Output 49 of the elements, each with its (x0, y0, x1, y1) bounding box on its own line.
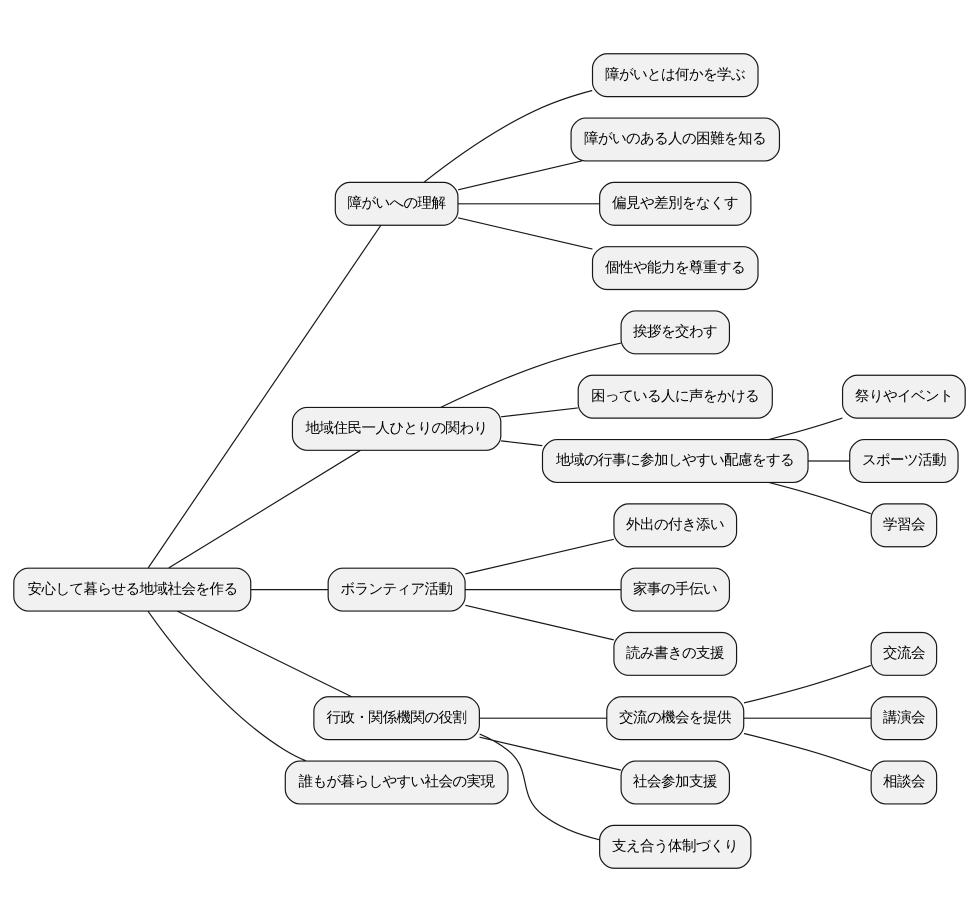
node-box: 行政・関係機関の役割 (312, 696, 480, 740)
connector (743, 732, 871, 771)
connector (768, 481, 871, 514)
connector (457, 160, 582, 190)
connector (458, 202, 600, 204)
node-box: 障がいへの理解 (334, 181, 458, 226)
connector (744, 717, 870, 718)
node-box: 家事の手伝い (620, 567, 730, 612)
node-box: 講演会 (870, 696, 937, 740)
node-box: 学習会 (870, 502, 937, 547)
connector (423, 89, 592, 182)
node-box: 誰もが暮らしやすい社会の実現 (284, 760, 508, 804)
connector (464, 588, 620, 590)
node-box: 困っている人に声をかける (577, 374, 772, 418)
connector (440, 342, 621, 408)
node-box: 偏見や差別をなくす (598, 181, 751, 226)
node-box: 障がいのある人の困難を知る (570, 116, 780, 162)
connector (250, 588, 328, 590)
connector (457, 216, 592, 250)
node-box: 読み書きの支援 (612, 631, 737, 676)
node-box: 安心して暮らせる地域社会を作る (12, 567, 251, 612)
connector (768, 417, 842, 440)
node-box: スポーツ活動 (848, 438, 958, 483)
connector (479, 717, 606, 718)
node-box: 個性や能力を尊重する (591, 246, 758, 290)
connector (500, 406, 578, 417)
node-box: 交流会 (870, 631, 937, 676)
node-box: 挨拶を交わす (620, 310, 730, 354)
node-box: 交流の機会を提供 (606, 696, 744, 740)
connector (500, 440, 542, 446)
connector (147, 224, 381, 568)
connector (464, 604, 614, 640)
node-box: 地域住民一人ひとりの関わり (291, 406, 501, 450)
node-box: ボランティア活動 (327, 567, 466, 612)
node-box: 相談会 (870, 760, 937, 804)
node-box: 支え合う体制づくり (598, 824, 751, 868)
connector (478, 736, 620, 770)
connector (478, 732, 600, 840)
connector (743, 664, 871, 703)
connector (168, 449, 360, 568)
node-box: 地域の行事に参加しやすい配慮をする (541, 438, 808, 483)
connector (808, 460, 850, 462)
connector (176, 610, 352, 697)
connector (464, 538, 614, 574)
node-box: 祭りやイベント (841, 374, 966, 418)
node-box: 外出の付き添い (612, 502, 737, 547)
node-box: 障がいとは何かを学ぶ (591, 52, 758, 97)
connector (147, 610, 306, 761)
node-box: 社会参加支援 (620, 760, 730, 804)
